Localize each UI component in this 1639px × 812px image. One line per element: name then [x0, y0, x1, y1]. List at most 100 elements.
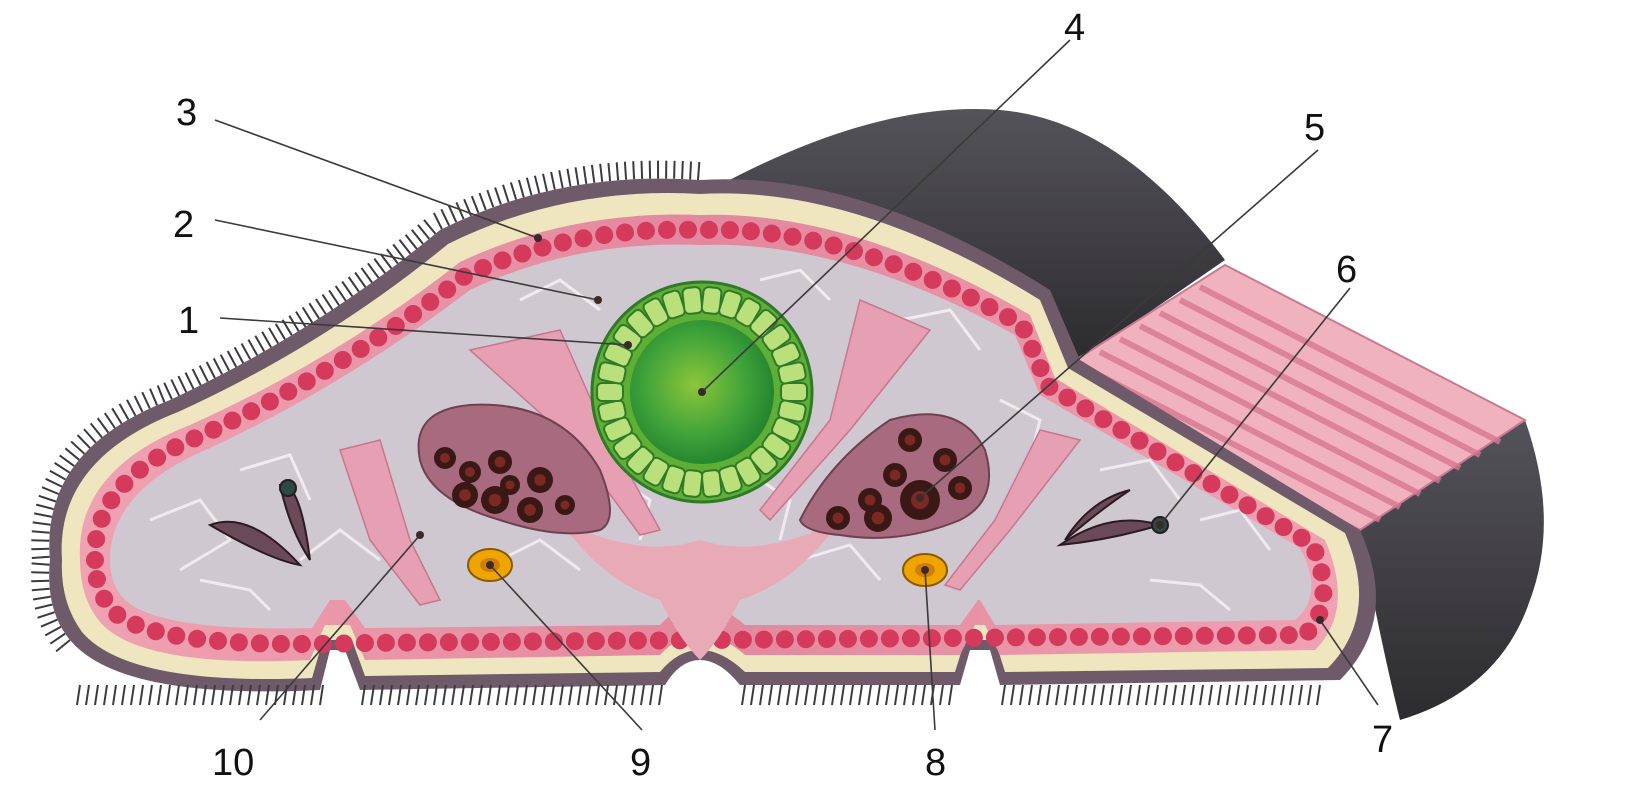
cilium	[1110, 685, 1113, 705]
cilium	[228, 351, 237, 367]
cilium	[1164, 685, 1167, 705]
muscle-fiber-dot	[261, 393, 279, 411]
muscle-fiber-dot	[608, 632, 626, 650]
muscle-fiber-dot	[1306, 543, 1324, 561]
muscle-fiber-dot	[461, 633, 479, 651]
cilium	[242, 344, 251, 360]
cilium	[592, 165, 594, 183]
muscle-fiber-dot	[981, 298, 999, 316]
muscle-fiber-dot	[421, 293, 439, 311]
cilium	[412, 230, 423, 244]
cilium	[56, 640, 70, 651]
muscle-fiber-dot	[1257, 507, 1275, 525]
muscle-fiber-dot	[223, 412, 241, 430]
muscle-fiber-dot	[885, 255, 903, 273]
muscle-fiber-dot	[860, 630, 878, 648]
cilium	[859, 685, 862, 705]
cilium	[823, 685, 826, 705]
cilium	[623, 685, 626, 705]
muscle-fiber-dot	[881, 630, 899, 648]
label-8: 8	[925, 742, 946, 784]
cilium	[850, 685, 853, 705]
cilium	[1317, 685, 1320, 705]
cilium	[1245, 685, 1248, 705]
muscle-fiber-dot	[251, 634, 269, 652]
cilium	[605, 685, 608, 705]
muscle-fiber-dot	[763, 225, 781, 243]
cilium	[1227, 685, 1230, 705]
cilium	[1101, 685, 1104, 705]
cilium	[120, 404, 129, 420]
muscle-fiber-dot	[298, 372, 316, 390]
cilium	[91, 423, 102, 437]
cilium	[1182, 685, 1185, 705]
cilium	[751, 685, 754, 705]
cilium	[503, 185, 509, 202]
muscle-fiber-dot	[293, 635, 311, 653]
cilium	[1128, 685, 1131, 705]
cilium	[142, 392, 150, 408]
cilium	[35, 605, 53, 609]
cilium	[1254, 685, 1257, 705]
cilium	[342, 282, 352, 297]
muscle-fiber-dot	[742, 222, 760, 240]
cilium	[1173, 685, 1176, 705]
cilium	[32, 531, 50, 533]
cilium	[399, 240, 410, 254]
cilium	[424, 220, 435, 234]
cilium	[1191, 685, 1194, 705]
label-5: 5	[1304, 107, 1325, 149]
cilium	[778, 685, 781, 705]
gut-cell	[597, 383, 623, 401]
muscle-fiber-dot	[865, 248, 883, 266]
cilium	[34, 513, 52, 517]
cilium	[625, 162, 626, 180]
cilium	[832, 685, 835, 705]
muscle-fiber-dot	[1015, 321, 1033, 339]
muscle-fiber-dot	[1280, 626, 1298, 644]
muscle-fiber-dot	[1028, 628, 1046, 646]
cilium	[406, 235, 417, 249]
cilium	[814, 685, 817, 705]
cilium	[193, 369, 201, 385]
muscle-fiber-dot	[1076, 399, 1094, 417]
muscle-fiber-dot	[818, 630, 836, 648]
muscle-fiber-dot	[629, 632, 647, 650]
muscle-fiber-dot	[1007, 628, 1025, 646]
cilium	[760, 685, 763, 705]
label-6: 6	[1336, 249, 1357, 291]
cilium	[535, 176, 539, 194]
muscle-fiber-dot	[575, 229, 593, 247]
cilium	[176, 685, 179, 705]
muscle-fiber-dot	[86, 551, 104, 569]
muscle-fiber-dot	[88, 570, 106, 588]
cilium	[104, 685, 107, 705]
muscle-fiber-dot	[1167, 453, 1185, 471]
cilium	[150, 389, 157, 406]
muscle-fiber-dot	[166, 438, 184, 456]
cilium	[787, 685, 790, 705]
muscle-fiber-dot	[1203, 475, 1221, 493]
cilium	[551, 685, 554, 705]
muscle-fiber-dot	[839, 630, 857, 648]
muscle-fiber-dot	[482, 633, 500, 651]
muscle-fiber-dot	[242, 402, 260, 420]
muscle-fiber-dot	[1175, 627, 1193, 645]
leader-3	[215, 120, 538, 238]
cilium	[587, 685, 590, 705]
cilium	[255, 336, 264, 352]
muscle-fiber-dot	[115, 475, 133, 493]
cilium	[940, 685, 943, 705]
muscle-fiber-dot	[95, 590, 113, 608]
muscle-fiber-dot	[127, 616, 145, 634]
cilium	[551, 172, 555, 190]
muscle-fiber-dot	[524, 633, 542, 651]
muscle-fiber-dot	[923, 629, 941, 647]
muscle-fiber-dot	[587, 632, 605, 650]
muscle-fiber-dot	[1070, 628, 1088, 646]
muscle-fiber-dot	[209, 632, 227, 650]
cilium	[323, 295, 333, 310]
muscle-fiber-dot	[398, 634, 416, 652]
muscle-fiber-dot	[1259, 626, 1277, 644]
cilium	[33, 597, 51, 600]
